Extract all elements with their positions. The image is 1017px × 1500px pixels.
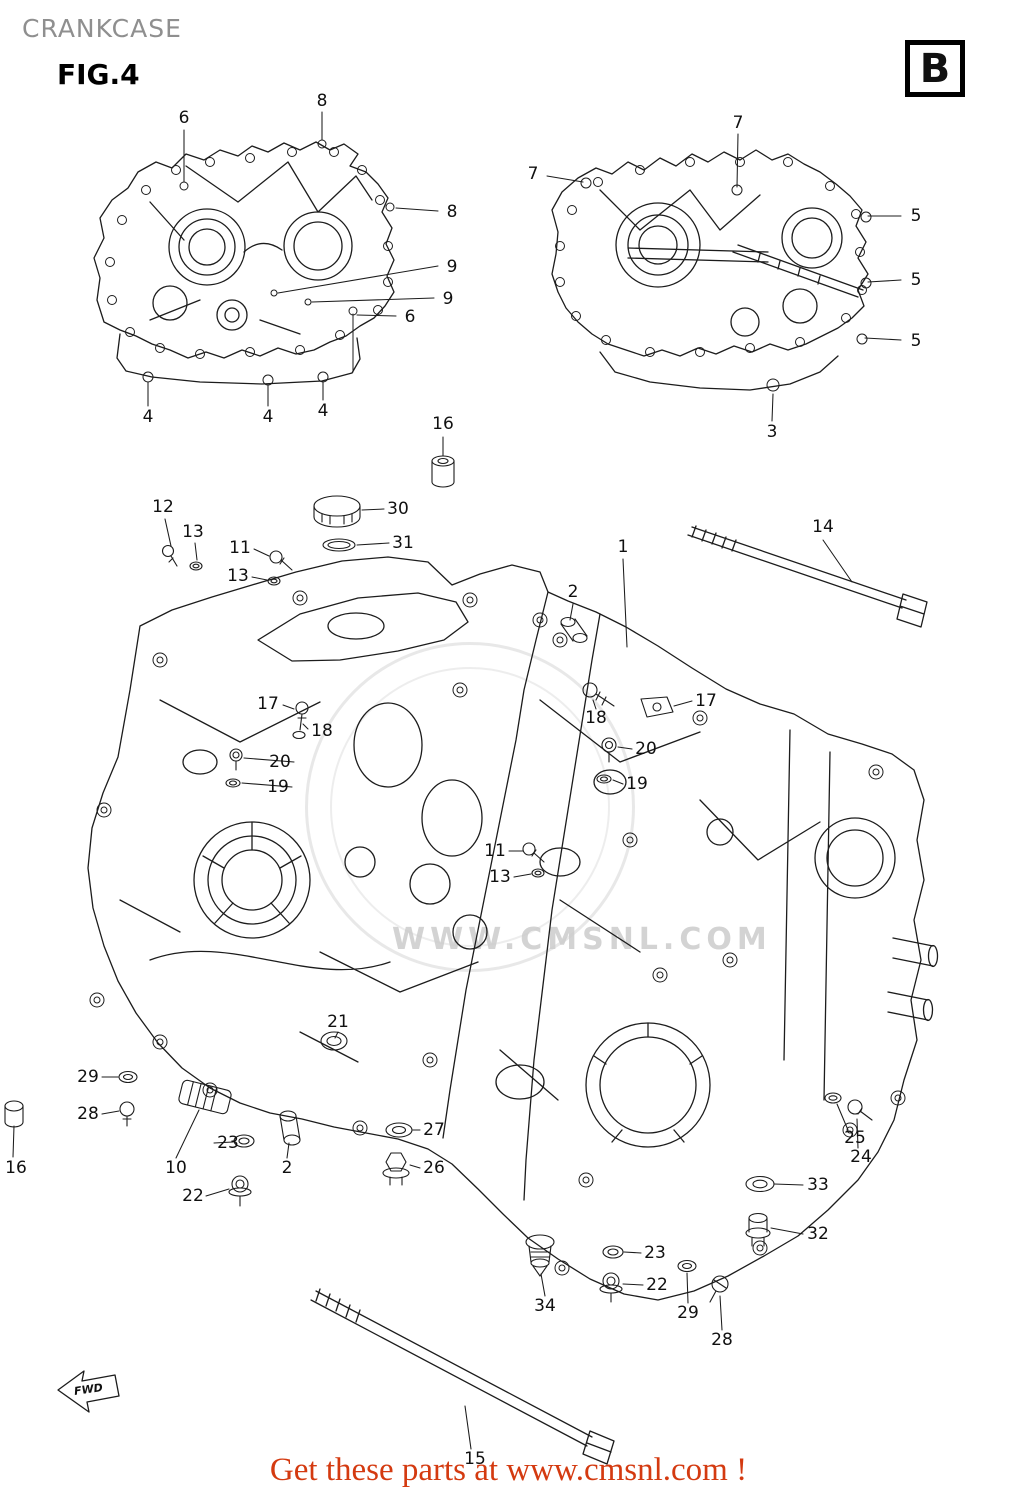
part-callout-2: 2 [281,1158,293,1178]
part-callout-7: 7 [527,164,539,184]
part-callout-17: 17 [257,694,279,714]
part-callout-5: 5 [910,331,922,351]
part-callout-30: 30 [387,499,409,519]
part-callout-21: 21 [327,1012,349,1032]
part-callout-13: 13 [182,522,204,542]
part-callout-14: 14 [812,517,834,537]
part-callout-26: 26 [423,1158,445,1178]
part-callout-24: 24 [850,1147,872,1167]
part-callout-15: 15 [464,1449,486,1469]
part-callout-20: 20 [269,752,291,772]
part-callout-12: 12 [152,497,174,517]
small-parts [4,455,873,1303]
long-bolt-14 [687,525,928,628]
part-callout-9: 9 [446,257,458,277]
part-callout-13: 13 [227,566,249,586]
part-callout-31: 31 [392,533,414,553]
part-callout-11: 11 [484,841,506,861]
part-callout-9: 9 [442,289,454,309]
main-crankcase-assembly [87,556,939,1301]
part-callout-7: 7 [732,113,744,133]
part-callout-23: 23 [644,1243,666,1263]
part-callout-28: 28 [711,1330,733,1350]
part-callout-5: 5 [910,270,922,290]
part-callout-4: 4 [262,407,274,427]
part-callout-29: 29 [677,1303,699,1323]
part-callout-34: 34 [534,1296,556,1316]
part-callout-18: 18 [311,721,333,741]
part-callout-1: 1 [617,537,629,557]
left-case-half-view [93,139,395,386]
part-callout-3: 3 [766,422,778,442]
part-callout-29: 29 [77,1067,99,1087]
section-marker-letter: B [919,45,951,92]
figure-label: FIG.4 [57,58,140,91]
part-callout-17: 17 [695,691,717,711]
part-callout-18: 18 [585,708,607,728]
part-callout-10: 10 [165,1158,187,1178]
part-callout-19: 19 [267,777,289,797]
part-callout-8: 8 [316,91,328,111]
part-callout-16: 16 [432,414,454,434]
footer-promo-text: Get these parts at www.cmsnl.com ! [269,1452,748,1488]
part-callout-6: 6 [404,307,416,327]
part-callout-6: 6 [178,108,190,128]
part-callout-28: 28 [77,1104,99,1124]
section-marker-box: B [905,40,965,97]
part-callout-11: 11 [229,538,251,558]
part-callout-4: 4 [317,401,329,421]
part-callout-13: 13 [489,867,511,887]
part-callout-20: 20 [635,739,657,759]
part-callout-4: 4 [142,407,154,427]
part-callout-5: 5 [910,206,922,226]
part-callout-8: 8 [446,202,458,222]
part-callout-27: 27 [423,1120,445,1140]
part-callout-19: 19 [626,774,648,794]
part-callout-22: 22 [646,1275,668,1295]
watermark-logo-circle-inner [330,667,610,947]
part-callout-22: 22 [182,1186,204,1206]
long-bolt-15 [310,1288,615,1465]
part-callout-32: 32 [807,1224,829,1244]
part-callout-16: 16 [5,1158,27,1178]
part-callout-25: 25 [844,1128,866,1148]
part-callout-23: 23 [217,1133,239,1153]
right-case-half-view [551,149,872,392]
part-callout-2: 2 [567,582,579,602]
part-callout-33: 33 [807,1175,829,1195]
leader-lines [12,111,902,1450]
page-title: CRANKCASE [22,14,182,43]
fwd-arrow-icon [57,1370,120,1413]
